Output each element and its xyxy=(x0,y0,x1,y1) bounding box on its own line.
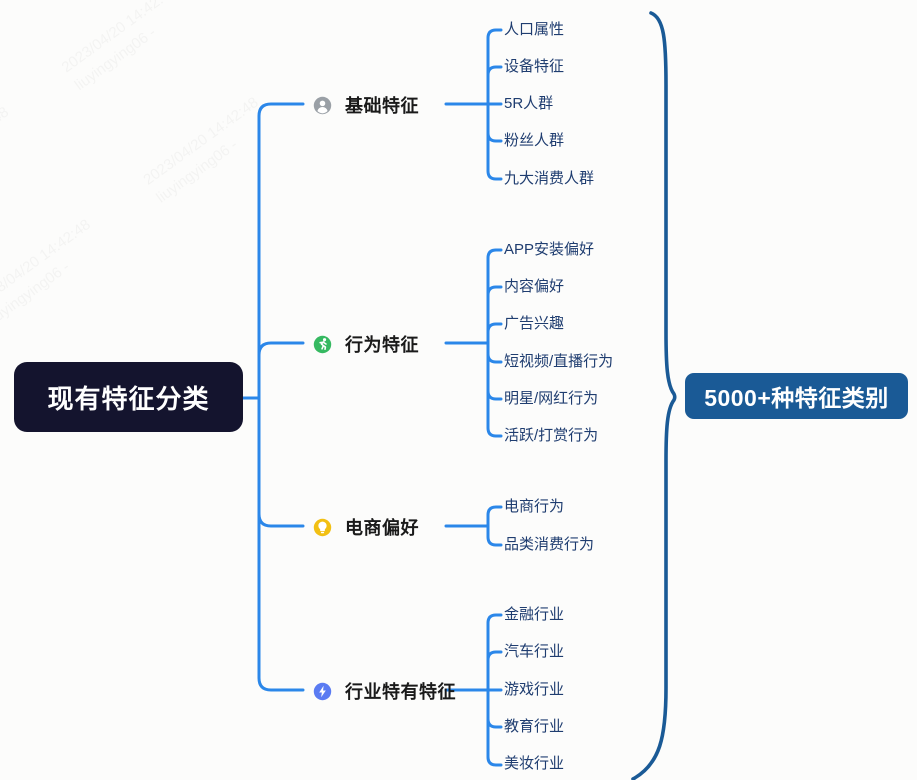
branch2-child-elbow xyxy=(486,352,503,364)
main-trunk xyxy=(257,102,305,692)
branch-node-ecommerce: 电商偏好 xyxy=(313,514,419,540)
child-node: 金融行业 xyxy=(504,606,565,623)
child-node: 粉丝人群 xyxy=(504,132,565,149)
child-node: 人口属性 xyxy=(504,21,565,38)
branch-label: 行业特有特征 xyxy=(345,682,456,702)
branch1-children-trunk xyxy=(486,28,503,181)
child-node: 品类消费行为 xyxy=(504,536,595,553)
child-node: 活跃/打赏行为 xyxy=(504,427,599,444)
branch4-child-elbow xyxy=(486,650,503,662)
bulb-icon xyxy=(313,518,332,536)
runner-icon xyxy=(313,335,332,353)
user-icon xyxy=(313,96,332,114)
branch2-child-elbow xyxy=(486,285,503,297)
child-node: 电商行为 xyxy=(504,498,565,515)
branch-label: 基础特征 xyxy=(345,96,419,116)
branch-label: 电商偏好 xyxy=(345,518,419,538)
child-node: 广告兴趣 xyxy=(504,315,565,332)
child-node: APP安装偏好 xyxy=(504,241,595,258)
child-node: 九大消费人群 xyxy=(504,170,595,187)
branch-node-basic: 基础特征 xyxy=(313,92,419,118)
branch-node-behavior: 行为特征 xyxy=(313,331,419,357)
root-node: 现有特征分类 xyxy=(14,362,243,432)
child-node: 汽车行业 xyxy=(504,643,565,660)
branch4-child-elbow xyxy=(486,717,503,729)
summary-node: 5000+种特征类别 xyxy=(685,373,908,419)
child-node: 短视频/直播行为 xyxy=(504,353,614,370)
branch3-elbow xyxy=(257,512,305,528)
brace xyxy=(631,11,677,780)
child-node: 内容偏好 xyxy=(504,278,565,295)
branch4-children-trunk xyxy=(486,613,503,767)
child-node: 游戏行业 xyxy=(504,681,565,698)
child-node: 5R人群 xyxy=(504,95,554,112)
branch2-child-elbow xyxy=(486,389,503,401)
branch-node-industry: 行业特有特征 xyxy=(313,678,456,704)
root-label: 现有特征分类 xyxy=(47,383,210,414)
child-node: 明星/网红行为 xyxy=(504,390,599,407)
summary-label: 5000+种特征类别 xyxy=(704,385,889,411)
branch1-child-elbow xyxy=(486,131,503,143)
branch1-child-elbow xyxy=(486,65,503,77)
child-node: 设备特征 xyxy=(504,58,565,75)
branch2-children-trunk xyxy=(486,248,503,438)
child-node: 教育行业 xyxy=(504,718,565,735)
lightning-icon xyxy=(313,682,332,700)
branch-label: 行为特征 xyxy=(345,335,419,355)
child-node: 美妆行业 xyxy=(504,755,565,772)
branch3-children-trunk xyxy=(486,505,503,547)
branch2-elbow xyxy=(257,341,305,357)
branch2-child-elbow xyxy=(486,322,503,334)
